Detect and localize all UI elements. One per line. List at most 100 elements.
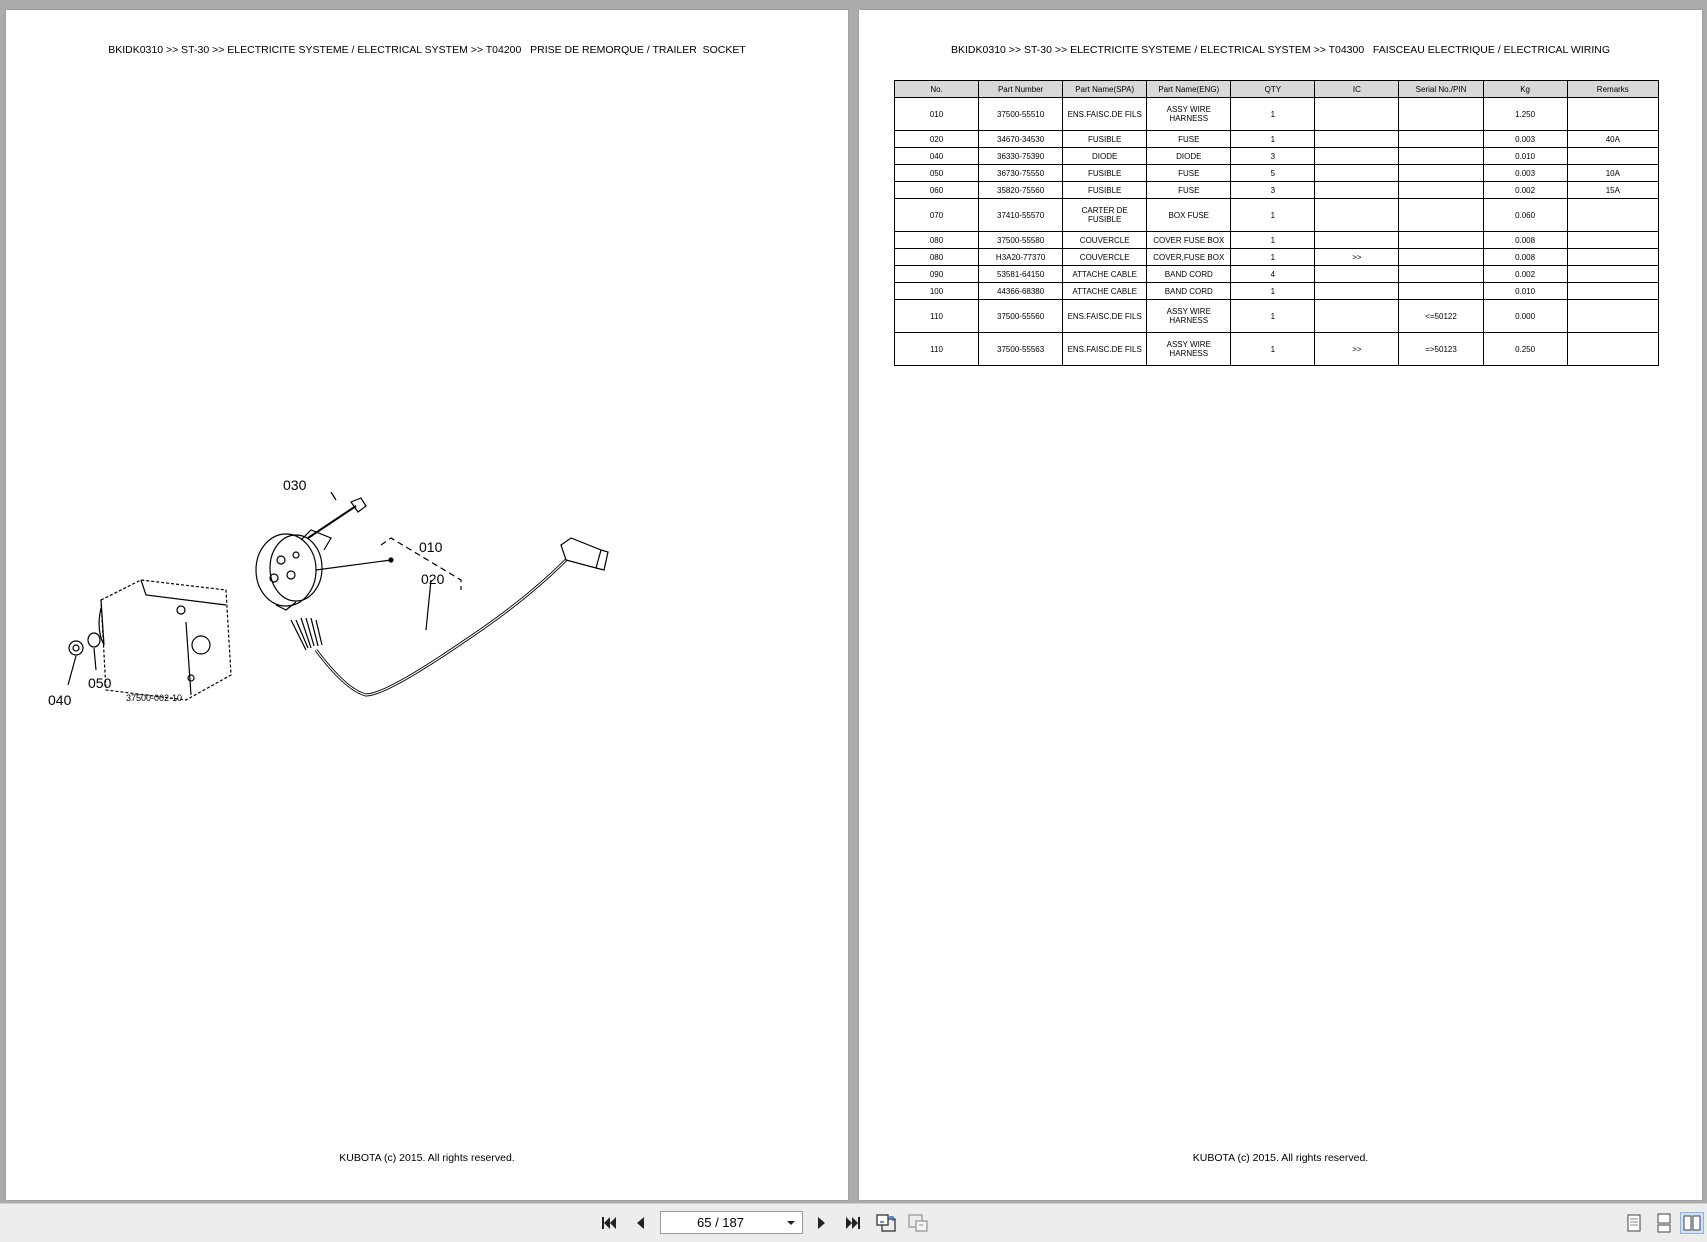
first-page-button[interactable] xyxy=(597,1212,621,1234)
column-header: Part Number xyxy=(978,80,1064,98)
page-indicator: 65 / 187 xyxy=(697,1215,744,1230)
table-cell: 0.003 xyxy=(1482,164,1568,182)
table-cell: 090 xyxy=(893,265,980,283)
table-cell: 0.060 xyxy=(1482,198,1568,232)
column-header: QTY xyxy=(1230,80,1316,98)
table-cell xyxy=(1314,265,1400,283)
table-cell: 0.002 xyxy=(1482,265,1568,283)
table-cell: 110 xyxy=(893,299,980,333)
table-cell: 1 xyxy=(1230,198,1316,232)
continuous-view-button[interactable] xyxy=(1652,1212,1676,1234)
table-cell: 44366-68380 xyxy=(978,282,1064,300)
table-cell xyxy=(1314,299,1400,333)
table-cell: BAND CORD xyxy=(1146,265,1232,283)
table-cell xyxy=(1566,248,1660,266)
table-cell: CARTER DE FUSIBLE xyxy=(1062,198,1148,232)
table-cell xyxy=(1566,282,1660,300)
table-cell: 0.003 xyxy=(1482,130,1568,148)
table-cell: 0.002 xyxy=(1482,181,1568,199)
table-cell: =>50123 xyxy=(1398,332,1484,366)
table-cell: H3A20-77370 xyxy=(978,248,1064,266)
table-cell: <=50122 xyxy=(1398,299,1484,333)
table-cell: COVER,FUSE BOX xyxy=(1146,248,1232,266)
go-back-icon xyxy=(876,1214,896,1232)
table-cell: >> xyxy=(1314,332,1400,366)
column-header: IC xyxy=(1314,80,1400,98)
table-cell: ATTACHE CABLE xyxy=(1062,282,1148,300)
table-cell xyxy=(1398,130,1484,148)
table-cell xyxy=(1314,181,1400,199)
table-cell xyxy=(1398,282,1484,300)
table-cell: 040 xyxy=(893,147,980,165)
column-header: No. xyxy=(893,80,980,98)
table-cell: ASSY WIRE HARNESS xyxy=(1146,299,1232,333)
table-cell xyxy=(1398,231,1484,249)
page-footer: KUBOTA (c) 2015. All rights reserved. xyxy=(1192,1152,1369,1164)
table-cell: ENS.FAISC.DE FILS xyxy=(1062,332,1148,366)
table-cell: 1 xyxy=(1230,231,1316,249)
table-cell: 15A xyxy=(1566,181,1660,199)
single-page-view-icon xyxy=(1627,1214,1641,1232)
table-cell xyxy=(1566,198,1660,232)
table-cell: 37500-55510 xyxy=(978,97,1064,131)
table-cell xyxy=(1398,198,1484,232)
table-cell: 5 xyxy=(1230,164,1316,182)
facing-pages-view-button[interactable] xyxy=(1680,1212,1704,1234)
page-left: BKIDK0310 >> ST-30 >> ELECTRICITE SYSTEM… xyxy=(6,10,848,1200)
table-cell xyxy=(1314,231,1400,249)
table-cell: 37500-55580 xyxy=(978,231,1064,249)
table-cell: FUSE xyxy=(1146,164,1232,182)
table-cell: FUSIBLE xyxy=(1062,164,1148,182)
single-page-view-button[interactable] xyxy=(1622,1212,1646,1234)
table-cell: ENS.FAISC.DE FILS xyxy=(1062,97,1148,131)
table-cell: 1 xyxy=(1230,332,1316,366)
go-back-button[interactable] xyxy=(874,1212,898,1234)
table-cell: BOX FUSE xyxy=(1146,198,1232,232)
table-cell: 0.010 xyxy=(1482,282,1568,300)
next-page-button[interactable] xyxy=(810,1212,834,1234)
table-cell: 35820-75560 xyxy=(978,181,1064,199)
table-cell: DIODE xyxy=(1062,147,1148,165)
facing-pages-view-icon xyxy=(1683,1215,1701,1231)
chevron-down-icon xyxy=(787,1221,795,1225)
page-footer: KUBOTA (c) 2015. All rights reserved. xyxy=(339,1152,515,1164)
table-cell xyxy=(1398,97,1484,131)
nut-part xyxy=(68,640,84,656)
table-cell: COVER FUSE BOX xyxy=(1146,231,1232,249)
page-header: BKIDK0310 >> ST-30 >> ELECTRICITE SYSTEM… xyxy=(108,44,746,56)
table-cell xyxy=(1566,147,1660,165)
previous-page-button[interactable] xyxy=(628,1212,652,1234)
continuous-view-icon xyxy=(1657,1213,1671,1233)
document-viewer[interactable]: BKIDK0310 >> ST-30 >> ELECTRICITE SYSTEM… xyxy=(0,0,1707,1203)
go-forward-button[interactable] xyxy=(906,1212,930,1234)
page-number-select[interactable]: 65 / 187 xyxy=(660,1211,803,1234)
table-cell xyxy=(1314,97,1400,131)
table-cell: FUSE xyxy=(1146,130,1232,148)
table-cell xyxy=(1314,130,1400,148)
table-cell: ASSY WIRE HARNESS xyxy=(1146,332,1232,366)
table-cell: COUVERCLE xyxy=(1062,248,1148,266)
table-cell: 37410-55570 xyxy=(978,198,1064,232)
go-forward-icon xyxy=(908,1214,928,1232)
table-cell: 010 xyxy=(893,97,980,131)
drawing-number: 37500-002-10 xyxy=(126,693,182,703)
table-cell: 1 xyxy=(1230,97,1316,131)
table-cell: 080 xyxy=(893,231,980,249)
callout-030: 030 xyxy=(283,480,307,493)
table-cell: DIODE xyxy=(1146,147,1232,165)
table-cell: 050 xyxy=(893,164,980,182)
table-cell: 1 xyxy=(1230,299,1316,333)
socket-body xyxy=(255,533,317,607)
table-cell xyxy=(1566,332,1660,366)
callout-020: 020 xyxy=(421,571,445,587)
last-page-icon xyxy=(846,1217,860,1229)
table-cell: 0.008 xyxy=(1482,231,1568,249)
column-header: Part Name(SPA) xyxy=(1062,80,1148,98)
last-page-button[interactable] xyxy=(841,1212,865,1234)
